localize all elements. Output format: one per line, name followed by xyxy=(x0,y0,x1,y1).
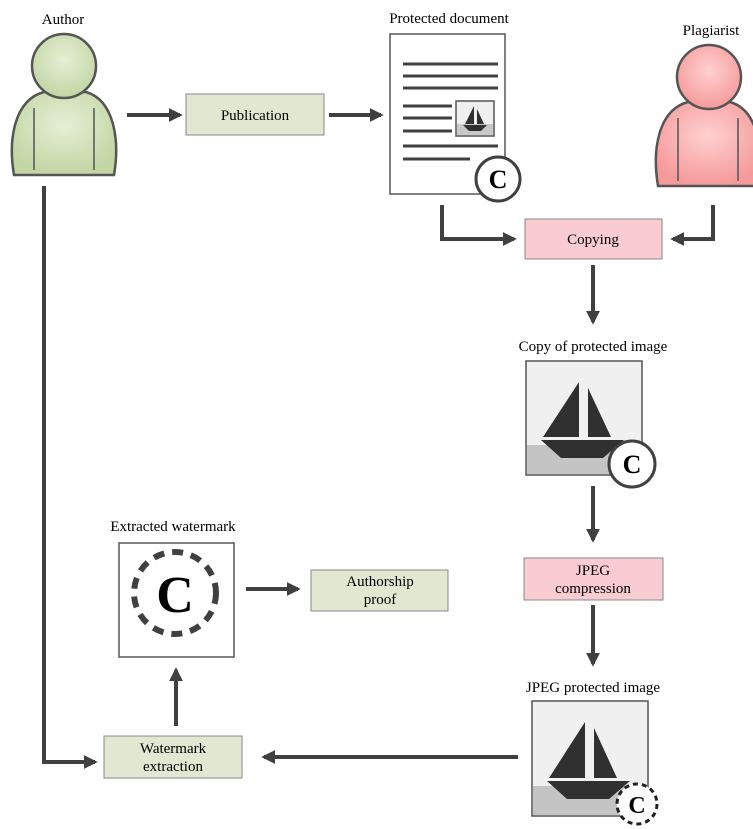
document-copyright-icon: C xyxy=(474,155,522,203)
plagiarist-label: Plagiarist xyxy=(683,23,740,39)
authorship-proof-label-line2: proof xyxy=(364,592,397,608)
plagiarist-person-icon xyxy=(654,43,753,188)
document-copyright-glyph: C xyxy=(489,165,508,194)
watermark-extraction-box xyxy=(103,735,243,779)
publication-label: Publication xyxy=(221,108,290,124)
copy-image-copyright-icon: C xyxy=(607,439,657,489)
watermark-extraction-label-line2: extraction xyxy=(143,759,203,775)
authorship-proof-label-line1: Authorship xyxy=(346,574,414,590)
copying-label: Copying xyxy=(567,232,619,248)
extracted-watermark-icon: C xyxy=(118,542,235,658)
watermark-extraction-label-line1: Watermark xyxy=(140,741,207,757)
copy-image-label: Copy of protected image xyxy=(519,339,668,355)
jpeg-image-label: JPEG protected image xyxy=(526,680,660,696)
copying-box xyxy=(524,218,663,260)
jpeg-compression-label-line2: compression xyxy=(555,581,631,597)
authorship-proof-box xyxy=(310,569,449,612)
arrow-document-to-copying xyxy=(440,205,517,246)
extracted-watermark-label: Extracted watermark xyxy=(110,519,236,535)
jpeg-compression-label-line1: JPEG xyxy=(576,563,610,579)
copy-image-copyright-glyph: C xyxy=(623,450,642,479)
jpeg-compression-box xyxy=(523,557,664,601)
copy-image-icon xyxy=(525,360,643,476)
publication-box xyxy=(185,93,325,136)
arrow-plagiarist-to-copying xyxy=(670,205,715,246)
jpeg-image-dashed-copyright-icon: C xyxy=(615,782,659,826)
protected-document-label: Protected document xyxy=(389,11,509,27)
author-label: Author xyxy=(42,12,85,28)
protected-document-icon xyxy=(389,33,506,195)
jpeg-image-copyright-glyph: C xyxy=(628,793,645,819)
author-person-icon xyxy=(10,32,118,177)
arrow-author-to-extraction xyxy=(42,186,98,769)
extracted-watermark-glyph: C xyxy=(156,567,194,624)
